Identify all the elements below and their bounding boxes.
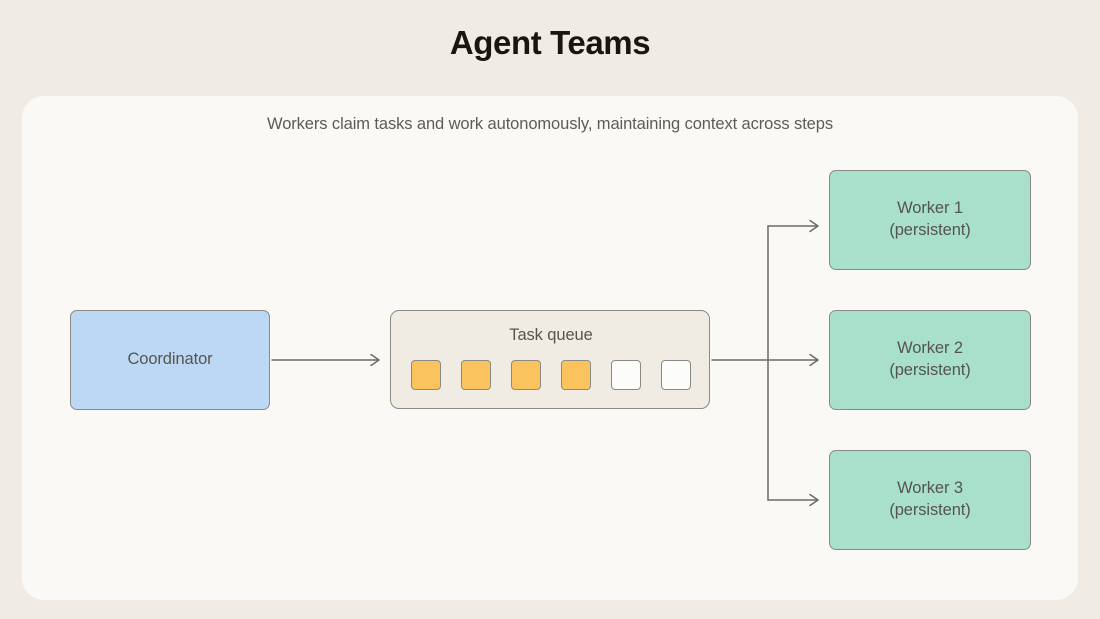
node-coordinator[interactable]: Coordinator [70,310,270,410]
node-worker-3[interactable]: Worker 3 (persistent) [829,450,1031,550]
task-slot-filled-4[interactable] [561,360,591,390]
arrowhead-worker-2 [809,353,819,367]
diagram-card: Workers claim tasks and work autonomousl… [22,96,1078,600]
diagram-subtitle: Workers claim tasks and work autonomousl… [267,115,833,133]
task-slot-filled-2[interactable] [461,360,491,390]
node-task-queue[interactable]: Task queue [390,310,710,409]
task-queue-label: Task queue [509,326,593,344]
arrowhead-worker-3 [809,493,819,507]
diagram-canvas: Coordinator Task queue Worker 1 (persist… [22,96,1078,600]
task-slot-empty-6[interactable] [661,360,691,390]
task-slot-filled-1[interactable] [411,360,441,390]
node-worker-2[interactable]: Worker 2 (persistent) [829,310,1031,410]
arrowhead-coordinator-to-queue [370,353,380,367]
worker-2-state: (persistent) [889,361,971,379]
worker-1-state: (persistent) [889,221,971,239]
coordinator-label: Coordinator [127,350,213,369]
task-slot-filled-3[interactable] [511,360,541,390]
task-queue-slots [391,360,711,390]
node-worker-1[interactable]: Worker 1 (persistent) [829,170,1031,270]
worker-1-name: Worker 1 [897,199,963,218]
worker-2-name: Worker 2 [897,339,963,358]
worker-3-name: Worker 3 [897,479,963,498]
worker-3-state: (persistent) [889,501,971,519]
arrowhead-worker-1 [809,219,819,233]
page-title: Agent Teams [449,24,651,61]
task-slot-empty-5[interactable] [611,360,641,390]
